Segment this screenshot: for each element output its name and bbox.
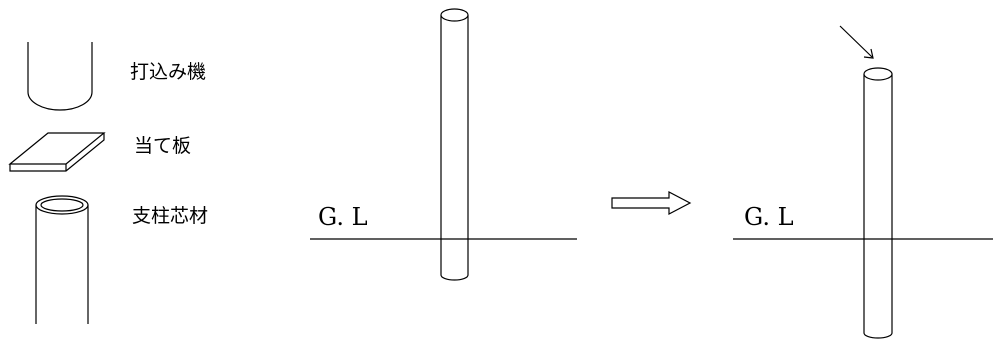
pile-after <box>863 67 893 339</box>
plate-label: 当て板 <box>134 135 191 157</box>
scene-before: G. L <box>310 8 577 281</box>
plate-icon <box>8 132 106 172</box>
driver-label: 打込み機 <box>130 61 206 83</box>
core-member-icon <box>35 195 89 324</box>
ground-level-label: G. L <box>318 203 368 231</box>
transition-arrow-icon <box>611 191 692 215</box>
pile-before <box>440 8 469 281</box>
driver-icon <box>27 42 93 111</box>
scene-after: G. L <box>733 25 993 339</box>
legend: 打込み機 当て板 支柱芯材 <box>8 42 208 324</box>
leader-arrow-icon <box>839 25 874 59</box>
ground-level-label: G. L <box>744 203 794 231</box>
core-member-label: 支柱芯材 <box>132 205 208 227</box>
